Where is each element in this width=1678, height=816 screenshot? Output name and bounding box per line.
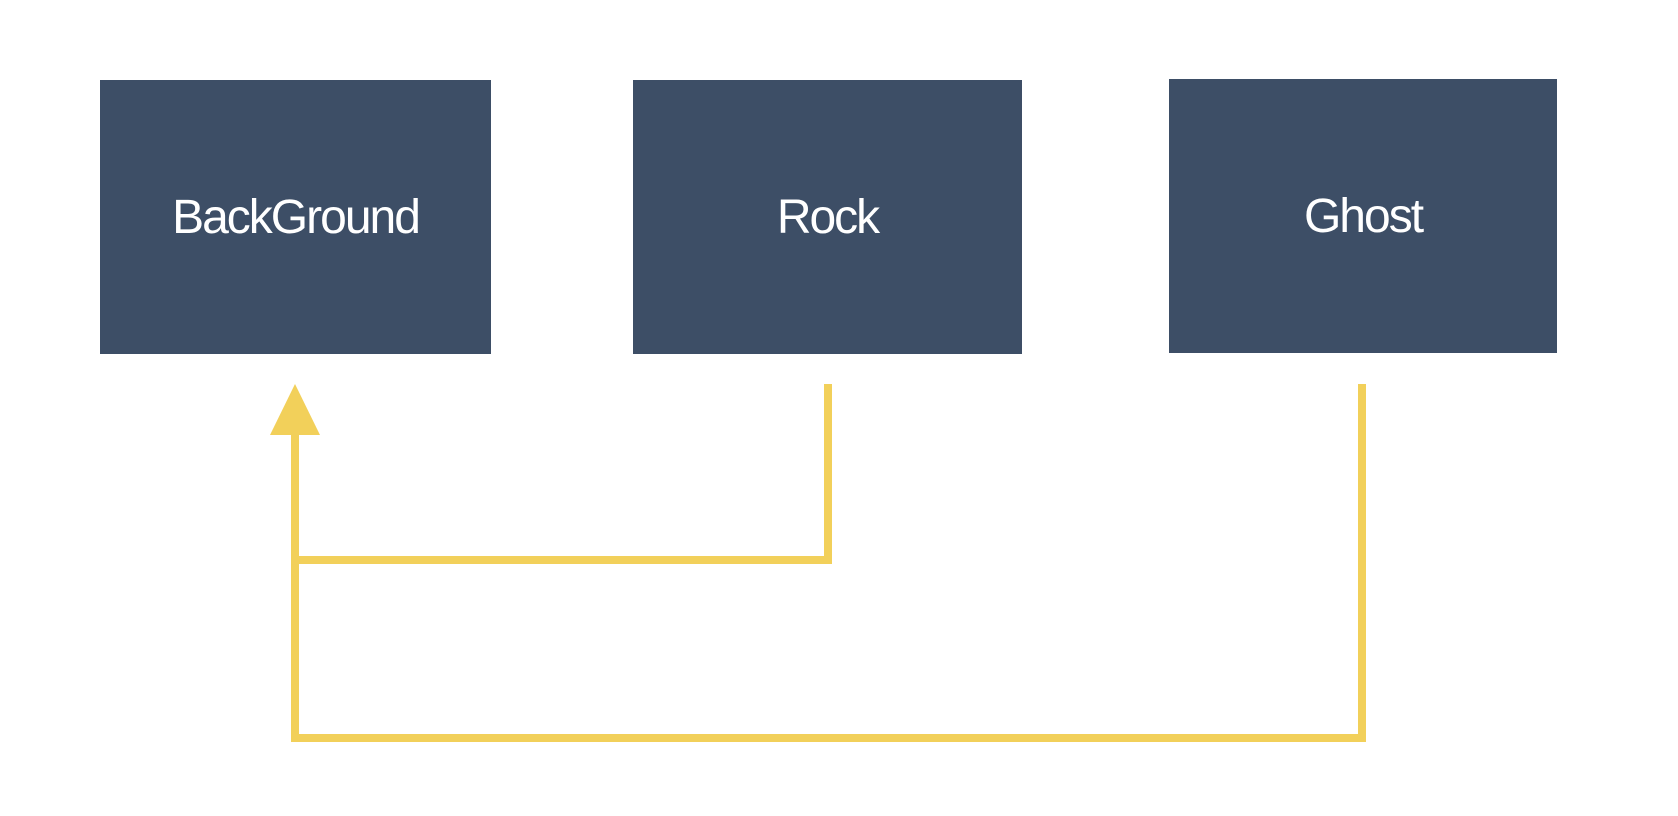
node-rock[interactable]: Rock <box>633 80 1022 354</box>
node-background-label: BackGround <box>172 190 421 244</box>
arrowhead-icon <box>270 384 320 435</box>
node-ghost[interactable]: Ghost <box>1169 79 1557 353</box>
node-background[interactable]: BackGround <box>100 80 491 354</box>
node-rock-label: Rock <box>776 190 880 244</box>
node-ghost-label: Ghost <box>1303 189 1424 243</box>
